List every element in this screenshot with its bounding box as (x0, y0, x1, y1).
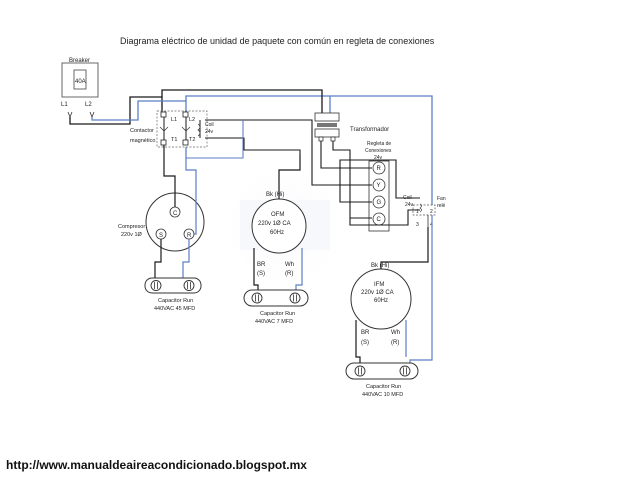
cap-ifm-line2: 440VAC 10 MFD (362, 392, 403, 398)
ifm-line3: 60Hz (374, 298, 388, 304)
contactor-name-line2: magnético (130, 138, 155, 144)
ifm-line1: IFM (374, 282, 384, 288)
capacitor-compressor: Capacitor Run 440VAC 45 MFD (144, 277, 202, 312)
contactor: Contactor magnético L1 L2 T1 T2 Coil 24v (130, 110, 214, 148)
ofm-wires (253, 155, 303, 292)
terminal-strip-line1: Regleta de (367, 141, 391, 147)
breaker: Breaker 40A L1 L2 (61, 58, 99, 119)
contactor-coil-line2: 24v (205, 129, 214, 135)
terminal-y-label: Y (377, 183, 381, 189)
ifm-br-label: BR (361, 330, 370, 336)
ifm-br-sub: (S) (361, 340, 369, 346)
terminal-c-label: C (377, 217, 382, 223)
power-wires (69, 89, 433, 205)
terminal-g-label: G (377, 200, 382, 206)
breaker-label: Breaker (69, 58, 90, 64)
contactor-coil-line1: Coil (205, 122, 214, 128)
ofm-line2: 220v 1Ø CA (258, 221, 291, 227)
cap-ofm-line1: Capacitor Run (260, 311, 295, 317)
terminal-r-label: R (377, 166, 382, 172)
contactor-t1: T1 (171, 137, 177, 143)
ofm-line1: OFM (271, 212, 284, 218)
compressor-r-terminal: R (187, 233, 192, 239)
terminal-g (372, 195, 386, 209)
control-wires (185, 119, 420, 226)
ofm-br-label: BR (257, 262, 266, 268)
fan-relay-coil-line1: Coil (403, 195, 412, 201)
cap-ofm-line2: 440VAC 7 MFD (255, 319, 293, 325)
ofm-br-sub: (S) (257, 271, 265, 277)
transformer: Transformador (314, 112, 389, 142)
compressor-s-terminal: S (159, 233, 163, 239)
compressor-c-terminal: C (173, 211, 178, 217)
fan-relay-coil-line2: 24v (405, 202, 414, 208)
footer-url[interactable]: http://www.manualdeaireacondicionado.blo… (6, 458, 307, 472)
fan-relay-pin-1: 1 (416, 209, 419, 215)
fan-relay-name-line1: Fan (437, 196, 446, 202)
contactor-name-line1: Contactor (130, 128, 154, 134)
ofm-wh-sub: (R) (285, 271, 293, 277)
contactor-t2: T2 (189, 137, 195, 143)
compressor-wires (154, 145, 197, 280)
terminal-strip-line2: Conexiones (365, 148, 392, 154)
compressor-name-line2: 220v 1Ø (121, 232, 143, 238)
ofm-lead-label: Bk (Hi) (266, 192, 284, 198)
fan-relay-name-line2: relé (437, 203, 446, 209)
transformer-label: Transformador (350, 127, 389, 133)
ifm-wh-sub: (R) (391, 340, 399, 346)
terminal-y (372, 178, 386, 192)
capacitor-ifm: Capacitor Run 440VAC 10 MFD (345, 362, 419, 398)
fan-relay: Coil 24v Fan relé 1 2 3 4 (403, 195, 446, 228)
fan-relay-pin-3: 3 (416, 222, 419, 228)
cap-compressor-line2: 440VAC 45 MFD (154, 306, 195, 312)
ofm-line3: 60Hz (270, 230, 284, 236)
cap-compressor-line1: Capacitor Run (158, 298, 193, 304)
breaker-l2-label: L2 (85, 102, 92, 108)
ifm-wh-label: Wh (391, 330, 400, 336)
terminal-strip: Regleta de Conexiones 24v R Y G C (365, 141, 392, 232)
capacitor-ofm: Capacitor Run 440VAC 7 MFD (243, 289, 309, 325)
terminal-r (372, 161, 386, 175)
ofm-wh-label: Wh (285, 262, 294, 268)
ifm-motor: Bk (Hi) IFM 220v 1Ø CA 60Hz BR (S) Wh (R… (350, 263, 412, 346)
breaker-l1-label: L1 (61, 102, 68, 108)
compressor-name-line1: Compresor (118, 224, 145, 230)
terminal-strip-line3: 24v (374, 155, 383, 161)
breaker-rating: 40A (75, 79, 86, 85)
ifm-lead-label: Bk (Hi) (371, 263, 389, 269)
ofm-motor: Bk (Hi) OFM 220v 1Ø CA 60Hz BR (S) Wh (R… (251, 192, 307, 277)
cap-ifm-line1: Capacitor Run (366, 384, 401, 390)
contactor-l2: L2 (189, 117, 195, 123)
ifm-line2: 220v 1Ø CA (361, 290, 394, 296)
diagram-title: Diagrama eléctrico de unidad de paquete … (120, 36, 435, 46)
fan-relay-pin-2: 2 (430, 209, 433, 215)
contactor-l1: L1 (171, 117, 177, 123)
